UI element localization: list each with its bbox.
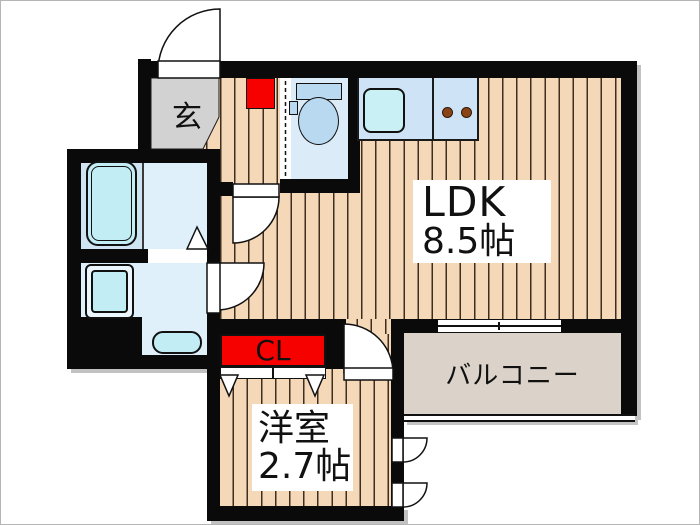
kitchen-counter-divider bbox=[432, 78, 434, 141]
wash-basin bbox=[152, 331, 202, 354]
balcony-floor bbox=[404, 333, 621, 414]
wall bbox=[207, 506, 404, 521]
casement-window-swing bbox=[402, 437, 428, 463]
wall bbox=[67, 149, 220, 163]
ldk-size: 8.5帖 bbox=[422, 221, 516, 263]
wall bbox=[207, 149, 220, 263]
wall bbox=[326, 319, 344, 369]
bathroom-partition bbox=[142, 163, 144, 249]
wall bbox=[280, 179, 360, 193]
stove-burner bbox=[442, 107, 453, 118]
entrance-label: 玄 bbox=[172, 99, 202, 135]
closet-label: CL bbox=[255, 334, 291, 367]
closet-box: CL bbox=[220, 334, 326, 367]
wall bbox=[621, 61, 637, 416]
toilet-flush-handle bbox=[289, 101, 298, 115]
balcony-label-box: バルコニー bbox=[404, 333, 621, 414]
bathtub bbox=[86, 161, 137, 246]
window-center-lock bbox=[498, 322, 500, 330]
shoe-cabinet bbox=[246, 78, 275, 109]
wall bbox=[149, 61, 637, 78]
balcony-railing bbox=[404, 414, 635, 422]
wall bbox=[561, 319, 621, 333]
western-room-size: 2.7帖 bbox=[258, 445, 352, 487]
shower-area-floor bbox=[144, 163, 207, 249]
kitchen-sink bbox=[363, 88, 405, 133]
wall bbox=[207, 319, 346, 334]
wall bbox=[391, 319, 404, 521]
wall bbox=[142, 355, 220, 369]
wall bbox=[391, 319, 438, 333]
western-room-label: 洋室 bbox=[258, 407, 331, 449]
wall bbox=[67, 317, 142, 369]
western-room-doorway-floor bbox=[344, 319, 393, 334]
toilet-folding-door bbox=[280, 78, 291, 179]
ldk-label-box: LDK 8.5帖 bbox=[413, 180, 551, 263]
bathtub-inner bbox=[91, 166, 132, 241]
entrance-label-box: 玄 bbox=[151, 78, 213, 149]
wall bbox=[67, 249, 148, 263]
casement-window-swing bbox=[402, 482, 428, 508]
balcony-label: バルコニー bbox=[445, 361, 580, 391]
balcony-sliding-window bbox=[438, 319, 561, 333]
ldk-label: LDK bbox=[422, 178, 507, 227]
wall bbox=[218, 182, 233, 196]
bathroom-door-threshold bbox=[148, 249, 207, 263]
washing-machine-pan bbox=[85, 264, 134, 319]
stove-burner bbox=[461, 107, 472, 118]
closet-door-divider bbox=[272, 368, 274, 378]
wall bbox=[207, 334, 220, 521]
wall bbox=[138, 59, 151, 163]
window-track-line bbox=[438, 325, 561, 327]
closet-sliding-doors bbox=[220, 367, 326, 379]
washing-machine bbox=[91, 270, 128, 313]
western-room-label-box: 洋室 2.7帖 bbox=[252, 404, 353, 491]
toilet-bowl bbox=[298, 97, 339, 145]
